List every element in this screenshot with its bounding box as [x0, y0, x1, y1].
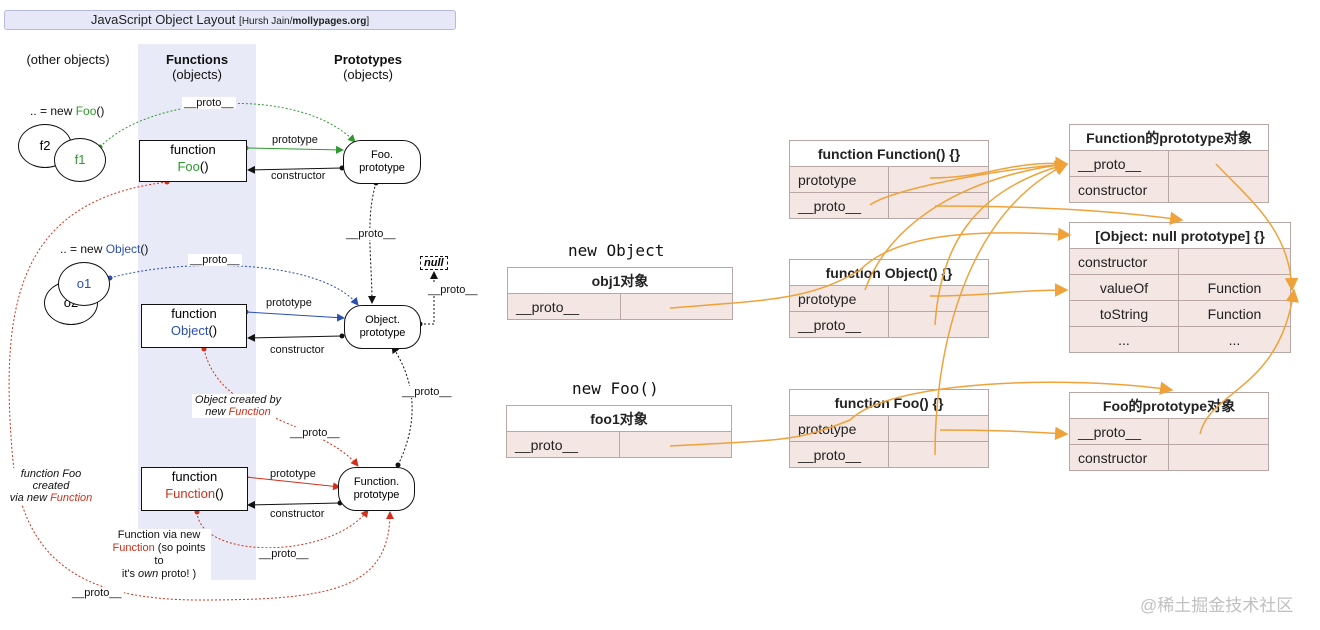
label-foo-proto-long: __proto__: [70, 587, 124, 599]
new-foo-code: new Foo(): [572, 379, 659, 398]
null-proto-row-key: valueOf: [1069, 274, 1179, 301]
label-f1-proto: __proto__: [182, 97, 236, 109]
obj1-title: obj1对象: [507, 267, 733, 294]
label-function-proto: __proto__: [257, 548, 311, 560]
foo-proto-proto-cell: __proto__: [1069, 418, 1169, 445]
fn-foo-title: function Foo() {}: [789, 389, 989, 416]
obj1-proto-cell: __proto__: [507, 293, 621, 320]
f1-instance: f1: [54, 138, 106, 182]
label-object-proto: __proto__: [288, 427, 342, 439]
null-proto-row-val: Function: [1178, 300, 1291, 327]
null-proto-table: [Object: null prototype] {} constructor …: [1069, 222, 1291, 353]
foo1-table: foo1对象 __proto__: [506, 405, 732, 458]
label-function-prototype: prototype: [270, 468, 316, 480]
label-objproto-proto: __proto__: [426, 284, 480, 296]
function-proto-table: Function的prototype对象 __proto__ construct…: [1069, 124, 1269, 203]
diagram-credit: [Hursh Jain/mollypages.org]: [239, 16, 370, 27]
obj1-table: obj1对象 __proto__: [507, 267, 733, 320]
fn-object-table: function Object() {} prototype __proto__: [789, 259, 989, 338]
new-object-label: .. = new Object(): [60, 242, 149, 256]
null-proto-title: [Object: null prototype] {}: [1069, 222, 1291, 249]
new-foo-label: .. = new Foo(): [30, 104, 105, 118]
function-proto-constructor-cell: constructor: [1069, 176, 1169, 203]
fn-function-table: function Function() {} prototype __proto…: [789, 140, 989, 219]
label-foo-constructor: constructor: [271, 170, 326, 182]
label-foo-prototype: prototype: [272, 134, 318, 146]
diagram-title: JavaScript Object Layout: [90, 12, 236, 27]
null-proto-row-val: ...: [1178, 326, 1291, 353]
header-functions: Functions(objects): [165, 52, 229, 82]
null-proto-row-key: ...: [1069, 326, 1179, 353]
fn-object-prototype-cell: prototype: [789, 285, 889, 312]
label-function-constructor: constructor: [270, 508, 325, 520]
fn-function-proto-cell: __proto__: [789, 192, 889, 219]
function-proto-title: Function的prototype对象: [1069, 124, 1269, 151]
function-prototype-box: Function.prototype: [338, 467, 415, 511]
null-box: null: [420, 256, 448, 270]
label-funproto-proto: __proto__: [400, 386, 454, 398]
header-prototypes: Prototypes(objects): [334, 52, 402, 82]
new-object-code: new Object: [568, 241, 665, 260]
o1-instance: o1: [58, 262, 110, 306]
foo1-proto-cell: __proto__: [506, 431, 620, 458]
fn-function-title: function Function() {}: [789, 140, 989, 167]
object-prototype-box: Object.prototype: [344, 305, 421, 349]
null-proto-row-val: Function: [1178, 274, 1291, 301]
watermark: @稀土掘金技术社区: [1140, 596, 1294, 615]
foo-proto-constructor-cell: constructor: [1069, 444, 1169, 471]
header-other-objects: (other objects): [26, 52, 110, 67]
label-object-constructor: constructor: [270, 344, 325, 356]
fn-object-title: function Object() {}: [789, 259, 989, 286]
foo-proto-title: Foo的prototype对象: [1069, 392, 1269, 419]
fn-foo-proto-cell: __proto__: [789, 441, 889, 468]
fn-function-prototype-cell: prototype: [789, 166, 889, 193]
fn-object-proto-cell: __proto__: [789, 311, 889, 338]
diagram-title-bar: JavaScript Object Layout [Hursh Jain/mol…: [4, 10, 456, 30]
right-connectors: [669, 156, 1300, 456]
foo-proto-table: Foo的prototype对象 __proto__ constructor: [1069, 392, 1269, 471]
label-object-prototype: prototype: [266, 297, 312, 309]
label-fooproto-proto: __proto__: [344, 228, 398, 240]
fn-foo-table: function Foo() {} prototype __proto__: [789, 389, 989, 468]
foo-prototype-box: Foo.prototype: [343, 140, 421, 184]
obj1-proto-value: [620, 293, 733, 320]
label-o1-proto: __proto__: [188, 254, 242, 266]
